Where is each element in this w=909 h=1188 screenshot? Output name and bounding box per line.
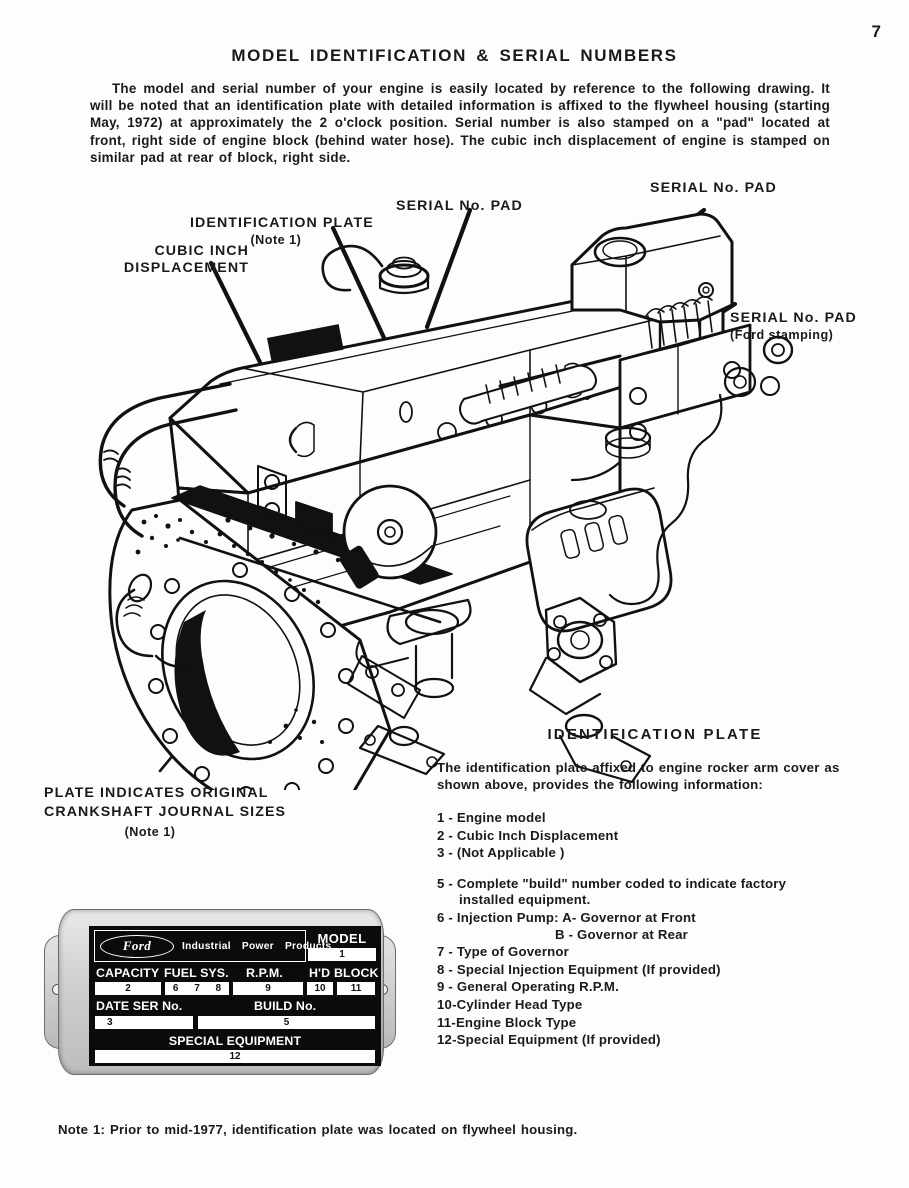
- flywheel-housing: [108, 498, 392, 790]
- plate-date-ser-label: DATE SER No.: [96, 999, 183, 1013]
- engine-illustration: [60, 170, 850, 790]
- plate-brand-words: Industrial Power Products: [182, 941, 343, 952]
- fuel-sys-value-6: 6: [172, 983, 179, 994]
- callout-cubic-inch-displacement: CUBIC INCH DISPLACEMENT: [123, 243, 249, 276]
- leader-identification-plate: [330, 225, 395, 358]
- plate-build-label: BUILD No.: [254, 999, 317, 1013]
- intro-paragraph: The model and serial number of your engi…: [90, 81, 830, 165]
- brand-word-power: Power: [241, 940, 274, 952]
- right-mount: [528, 596, 652, 784]
- plate-face: Ford Industrial Power Products MODEL 1 CAP…: [89, 926, 381, 1066]
- list-item: 7 - Type of Governor: [437, 944, 569, 960]
- plate-brand-box: Ford Industrial Power Products: [94, 930, 331, 962]
- identification-plate-intro: The identification plate affixed to engi…: [437, 760, 840, 792]
- list-item: 8 - Special Injection Equipment (If prov…: [437, 961, 721, 977]
- list-item: 2 - Cubic Inch Displacement: [437, 827, 619, 843]
- fuel-filter-assembly: [347, 598, 472, 776]
- plate-model-label: MODEL: [317, 931, 367, 946]
- plate-block-label: BLOCK: [334, 966, 379, 980]
- identification-plate-on-engine: [267, 324, 344, 364]
- plate-rpm-field: 9: [233, 982, 303, 995]
- brand-word-industrial: Industrial: [182, 940, 231, 952]
- leader-serial-pad-top: [424, 207, 473, 330]
- fuel-sys-value-8: 8: [215, 983, 222, 994]
- plate-rpm-label: R.P.M.: [246, 966, 283, 980]
- injector-rail: [459, 354, 622, 425]
- page-title: MODEL IDENTIFICATION & SERIAL NUMBERS: [231, 46, 678, 65]
- wiring-conduit: [608, 393, 723, 606]
- lower-pipes: [115, 573, 194, 669]
- list-item: 11-Engine Block Type: [437, 1014, 577, 1030]
- ford-logo: Ford: [100, 934, 174, 958]
- side-brackets: [257, 465, 333, 539]
- cast-texture: [135, 514, 324, 744]
- callout-serial-pad-ford-stamping: SERIAL No. PAD (Ford stamping): [730, 293, 857, 361]
- oil-filler-cap: [321, 244, 430, 295]
- callout-identification-plate-text: IDENTIFICATION PLATE: [190, 215, 374, 231]
- water-hose: [98, 382, 238, 538]
- plate-model-field: 1: [308, 948, 376, 961]
- list-item: 3 - (Not Applicable ): [437, 845, 565, 861]
- plate-capacity-label: CAPACITY: [96, 966, 160, 980]
- callout-identification-plate-note: (Note 1): [250, 233, 302, 247]
- brand-word-products: Products: [284, 940, 332, 952]
- governor: [723, 335, 794, 398]
- plate-build-field: 5: [198, 1016, 375, 1029]
- callout-plate-indicates-text: PLATE INDICATES ORIGINAL CRANKSHAFT JOUR…: [44, 785, 287, 820]
- water-pump: [339, 484, 438, 589]
- plate-special-equipment-label: SPECIAL EQUIPMENT: [168, 1034, 302, 1048]
- callout-plate-indicates-journal-sizes: PLATE INDICATES ORIGINAL CRANKSHAFT JOUR…: [44, 765, 286, 861]
- list-item: 1 - Engine model: [437, 810, 546, 825]
- identification-plate-heading: IDENTIFICATION PLATE: [547, 726, 763, 743]
- plate-fuel-sys-field: 6 7 8: [165, 982, 229, 995]
- plate-capacity-field: 2: [95, 982, 161, 995]
- callout-serial-pad-right: SERIAL No. PAD: [650, 180, 777, 196]
- list-item: 10-Cylinder Head Type: [437, 996, 583, 1012]
- top-right-details: [570, 426, 652, 482]
- plate-head-label: H'D: [309, 966, 331, 980]
- list-item: 12-Special Equipment (If provided): [437, 1032, 661, 1048]
- list-item: 9 - General Operating R.P.M.: [437, 979, 619, 995]
- list-item: 6 - Injection Pump: A- Governor at Front…: [437, 909, 696, 942]
- plate-date-ser-field: 3: [95, 1016, 193, 1029]
- plate-body: Ford Industrial Power Products MODEL 1 CAP…: [58, 909, 384, 1075]
- oil-filter: [525, 487, 673, 633]
- footer-note: Note 1: Prior to mid-1977, identificatio…: [58, 1122, 578, 1137]
- plate-fuel-sys-label: FUEL SYS.: [164, 966, 229, 980]
- injection-pump: [618, 296, 794, 441]
- callout-identification-plate: IDENTIFICATION PLATE (Note 1): [190, 198, 374, 266]
- fuel-sys-value-7: 7: [194, 983, 200, 994]
- callout-serial-pad-ford-note: (Ford stamping): [730, 328, 834, 342]
- plate-special-equipment-field: 12: [95, 1050, 375, 1063]
- callout-plate-indicates-note: (Note 1): [124, 825, 176, 839]
- identification-plate-item-list: 1 - Engine model 2 - Cubic Inch Displace…: [437, 810, 877, 1050]
- callout-serial-pad-top: SERIAL No. PAD: [396, 198, 523, 214]
- engine-drawing-svg: [98, 207, 794, 790]
- plate-inner: Ford Industrial Power Products MODEL 1 CAP…: [94, 930, 379, 1063]
- list-item: 5 - Complete "build" number coded to ind…: [437, 875, 787, 908]
- callout-serial-pad-ford-text: SERIAL No. PAD: [730, 310, 857, 326]
- plate-head-field: 10: [307, 982, 333, 995]
- identification-plate-graphic: Ford Industrial Power Products MODEL 1 CAP…: [44, 905, 396, 1077]
- plate-block-field: 11: [337, 982, 375, 995]
- page-number: 7: [871, 22, 881, 41]
